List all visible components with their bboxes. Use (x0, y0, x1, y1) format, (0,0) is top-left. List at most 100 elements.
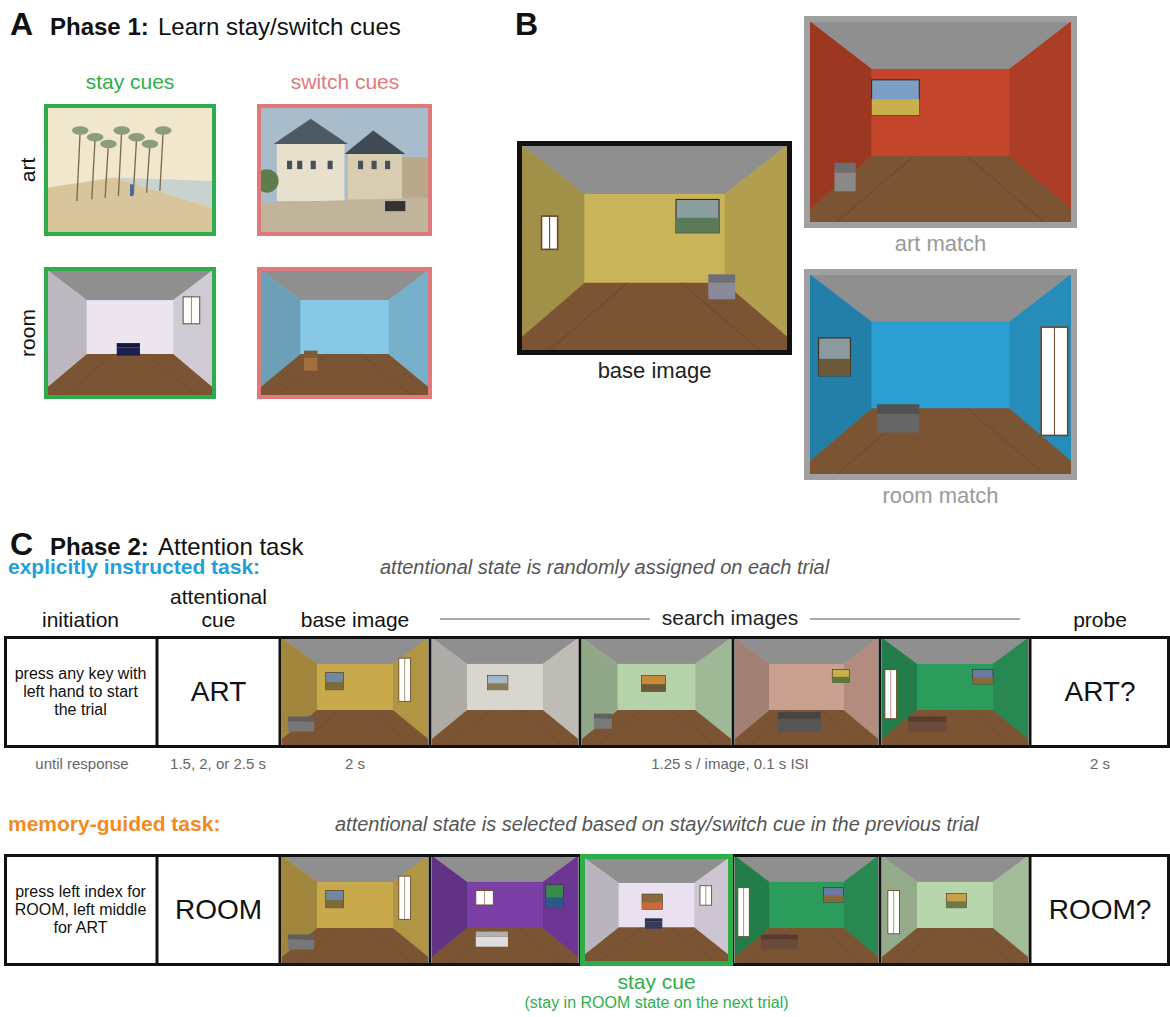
wall (872, 69, 1010, 156)
window (885, 670, 897, 719)
timing-note: 1.25 s / image, 0.1 s ISI (651, 755, 809, 772)
floor (582, 710, 731, 746)
floor-line (681, 283, 762, 352)
palm (113, 126, 130, 134)
palm (87, 133, 104, 141)
palm (133, 137, 136, 194)
image-caption: room match (684, 484, 1170, 509)
wall (317, 664, 393, 710)
figure (130, 184, 133, 196)
cell-divider (579, 636, 582, 748)
floor-line (671, 710, 716, 746)
furniture (476, 937, 508, 947)
wall (317, 882, 393, 928)
painting (819, 359, 851, 376)
floor (520, 283, 789, 352)
room-scene (432, 638, 578, 746)
window (549, 216, 550, 249)
wall (582, 638, 731, 746)
furniture (908, 722, 946, 732)
cell-text: press any key with left hand to start th… (10, 665, 151, 719)
cell-heading: attentional cue (152, 585, 285, 632)
cell-divider (279, 636, 282, 748)
roof (345, 131, 406, 155)
painting (326, 891, 344, 908)
cell-divider (1029, 636, 1032, 748)
room-scene (735, 638, 878, 746)
furniture (645, 918, 662, 921)
furniture (877, 414, 919, 433)
cell-text: ART (191, 676, 247, 707)
phase-title: Phase 1: (50, 13, 149, 41)
floor-line (970, 710, 1014, 746)
cell-text: ART? (1064, 676, 1135, 707)
painting (326, 682, 344, 690)
floor-line (970, 928, 1014, 964)
phase-title: Learn stay/switch cues (158, 13, 401, 41)
painting (642, 902, 662, 909)
window (700, 886, 712, 905)
window (1041, 327, 1068, 435)
wall (585, 194, 725, 283)
timing-note: until response (35, 755, 128, 772)
image-caption: base image (397, 359, 912, 384)
painting (676, 199, 719, 232)
row-heading: art (16, 158, 40, 183)
painting (824, 896, 844, 902)
floor-line (897, 928, 941, 964)
water (113, 178, 213, 208)
cell-divider (156, 854, 159, 966)
image-frame (807, 272, 1074, 477)
window (404, 876, 405, 919)
room-scene (282, 638, 428, 746)
wall (584, 858, 729, 962)
painting (676, 218, 719, 233)
painting (832, 670, 849, 683)
window (888, 891, 900, 934)
sequence-cell: press left index for ROOM, left middle f… (4, 854, 157, 966)
window (399, 658, 411, 701)
painting (326, 900, 344, 908)
wall (619, 883, 694, 927)
floor-line (370, 710, 414, 746)
cell-divider (156, 636, 159, 748)
window (705, 886, 706, 905)
painting (642, 684, 666, 691)
span-line (440, 618, 650, 620)
window (311, 161, 316, 169)
painting (824, 888, 844, 902)
cell-divider (879, 854, 882, 966)
furniture (594, 714, 612, 719)
room-scene (735, 856, 878, 964)
text-holder: ROOM (157, 854, 280, 966)
sky (260, 107, 429, 233)
window (287, 161, 292, 169)
palm (92, 137, 95, 199)
wall (872, 322, 1010, 409)
floor-line (821, 710, 864, 746)
image-panel: art match (804, 16, 1077, 228)
image-frame (259, 269, 430, 397)
house (277, 141, 345, 201)
painting (642, 894, 662, 909)
timing-note: 1.5, 2, or 2.5 s (170, 755, 266, 772)
wall (432, 856, 578, 964)
caption-holder: room match (684, 484, 1170, 509)
window (890, 670, 891, 719)
window (183, 297, 200, 324)
painting (872, 80, 920, 115)
wall (735, 638, 878, 746)
furniture (476, 932, 508, 937)
palm (77, 131, 80, 202)
floor-line (547, 283, 628, 352)
window (297, 161, 302, 169)
image-panel: base image (517, 141, 792, 355)
wall (735, 856, 878, 964)
wall (282, 638, 317, 739)
caption-holder: stay cue(stay in ROOM state on the next … (460, 970, 853, 1011)
furniture (778, 712, 821, 718)
text-holder: ART? (1030, 636, 1170, 748)
palm (142, 140, 159, 148)
window (385, 161, 390, 169)
